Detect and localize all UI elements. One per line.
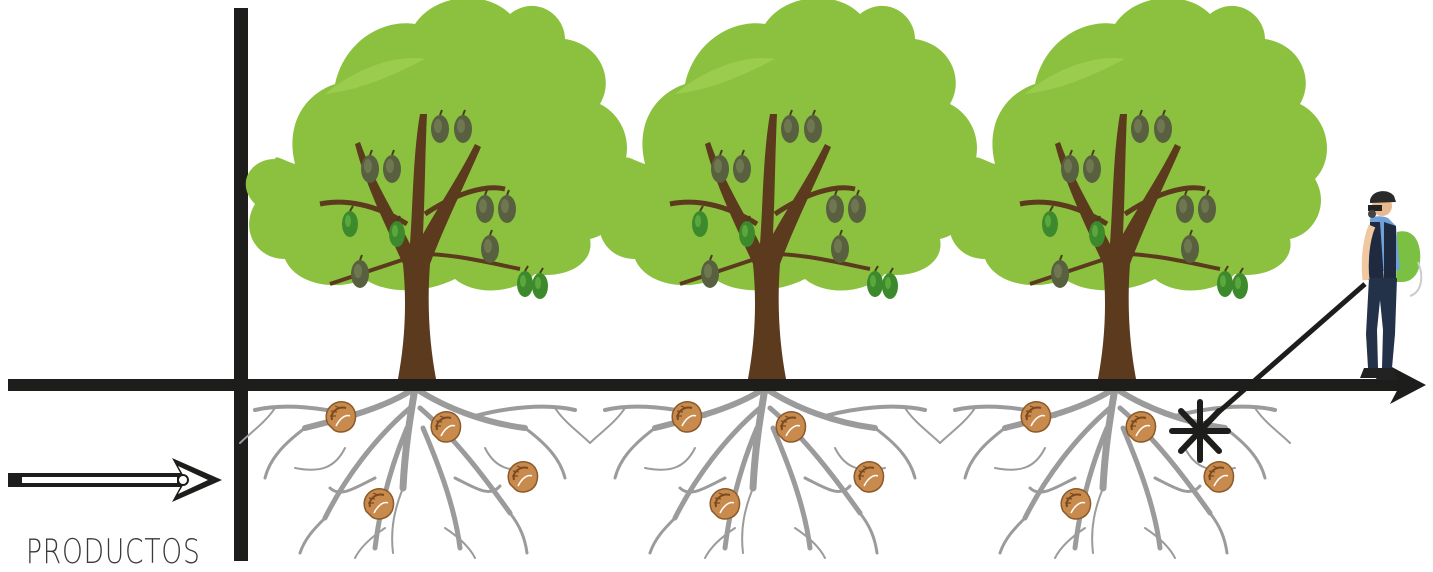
avocado-tree-3 [946,0,1327,384]
white-grub-icon [364,489,393,519]
avocado-tree-2 [596,0,977,384]
white-grub-icon [1021,402,1050,432]
spray-lance [1205,284,1365,424]
white-grub-icon [1061,489,1090,519]
spray-burst-icon [1172,402,1228,460]
ground-axis [8,379,1408,391]
white-grub-icon [1204,462,1233,492]
input-arrow-icon [8,458,222,502]
root-system-3 [940,388,1290,558]
white-grub-icon [1126,412,1155,442]
white-grub-icon [776,412,805,442]
vertical-axis [234,8,248,561]
white-grub-icon [672,402,701,432]
white-grub-icon [431,412,460,442]
productos-label: PRODUCTOS [26,532,201,572]
avocado-tree-1 [246,0,627,384]
white-grub-icon [508,462,537,492]
farmer-sprayer-icon [1360,191,1421,380]
root-system-2 [590,388,940,558]
white-grub-icon [326,402,355,432]
white-grub-icon [854,462,883,492]
white-grub-icon [710,489,739,519]
